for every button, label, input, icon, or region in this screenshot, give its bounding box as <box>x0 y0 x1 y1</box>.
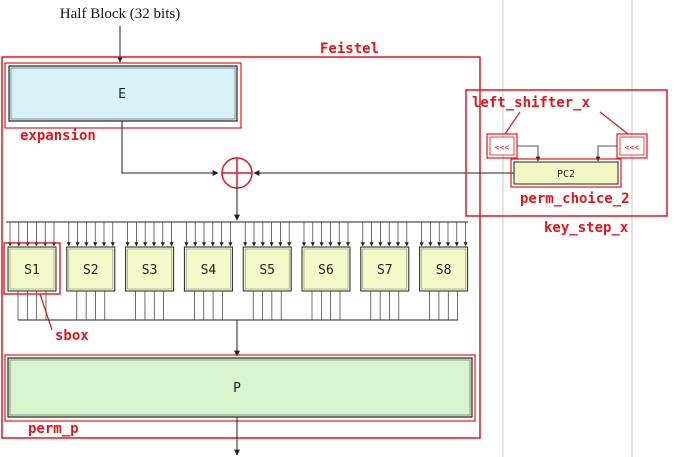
shifter-left-to-pc2 <box>517 145 541 162</box>
sbox-5[interactable] <box>242 246 292 292</box>
sbox-7-label: S7 <box>377 263 393 278</box>
e-block-label: E <box>118 87 126 102</box>
sbox-4-inner <box>186 248 231 290</box>
p-block[interactable] <box>7 357 473 418</box>
sbox-6-inner <box>303 248 349 290</box>
sbox-1[interactable] <box>7 246 57 292</box>
pc2-block-label: PC2 <box>557 169 575 180</box>
shift-right-block[interactable] <box>619 136 645 156</box>
pc2-block[interactable] <box>513 161 619 185</box>
sbox-2-label: S2 <box>83 263 99 278</box>
sbox-5-label: S5 <box>259 263 275 278</box>
perm-choice-module-box[interactable] <box>510 158 622 188</box>
sbox-3[interactable] <box>125 246 175 292</box>
sbox-7[interactable] <box>360 246 410 292</box>
sbox-3-inner <box>127 248 172 290</box>
perm-p-module-box[interactable] <box>4 354 476 422</box>
sbox-input-wires <box>6 221 468 320</box>
sbox-5-inner <box>244 248 290 290</box>
p-block-label: P <box>233 381 241 396</box>
sbox-7-inner <box>362 248 408 290</box>
expansion-module-label: expansion <box>20 128 96 144</box>
feistel-module-label: Feistel <box>320 41 379 57</box>
shifter-right-to-pc2 <box>595 145 617 162</box>
key-step-module-label: key_step_x <box>544 220 629 236</box>
expansion-module-box[interactable] <box>4 62 242 129</box>
left-shifter-leader-right <box>599 111 629 135</box>
sbox-4[interactable] <box>183 246 233 292</box>
xor-icon <box>221 157 253 189</box>
p-block-inner <box>9 359 471 416</box>
sbox-module-label: sbox <box>55 328 89 344</box>
sbox-2[interactable] <box>66 246 116 292</box>
key-step-module-box[interactable] <box>465 89 668 217</box>
left-shifter-leader-left <box>504 111 521 135</box>
perm-p-module-label: perm_p <box>28 421 79 437</box>
sbox-8-label: S8 <box>436 263 452 278</box>
left-shifter-module-label: left_shifter_x <box>472 95 591 111</box>
e-to-xor-line <box>121 121 219 176</box>
sbox-3-label: S3 <box>142 263 158 278</box>
sbox-6[interactable] <box>301 246 351 292</box>
e-block[interactable] <box>8 65 238 122</box>
input-label: Half Block (32 bits) <box>60 6 180 22</box>
sbox-2-inner <box>68 248 114 290</box>
sbox-4-label: S4 <box>201 263 217 278</box>
sbox-1-label: S1 <box>24 263 40 278</box>
perm-choice-module-label: perm_choice_2 <box>520 191 630 207</box>
sbox-label-leader <box>39 293 53 331</box>
shift-left-block[interactable] <box>489 136 515 156</box>
sbox-8-inner <box>421 248 466 290</box>
feistel-module-box[interactable] <box>1 56 481 439</box>
sbox-group: S1 S2 S3 S4 S5 S6 S7 S8 <box>7 246 469 292</box>
shift-left-label: <<< <box>495 143 510 152</box>
sbox-1-inner <box>9 248 55 290</box>
sbox-8[interactable] <box>419 246 469 292</box>
sbox-module-box[interactable] <box>3 242 61 295</box>
shift-right-label: <<< <box>625 143 640 152</box>
sbox-6-label: S6 <box>318 263 334 278</box>
e-block-inner <box>10 67 236 120</box>
